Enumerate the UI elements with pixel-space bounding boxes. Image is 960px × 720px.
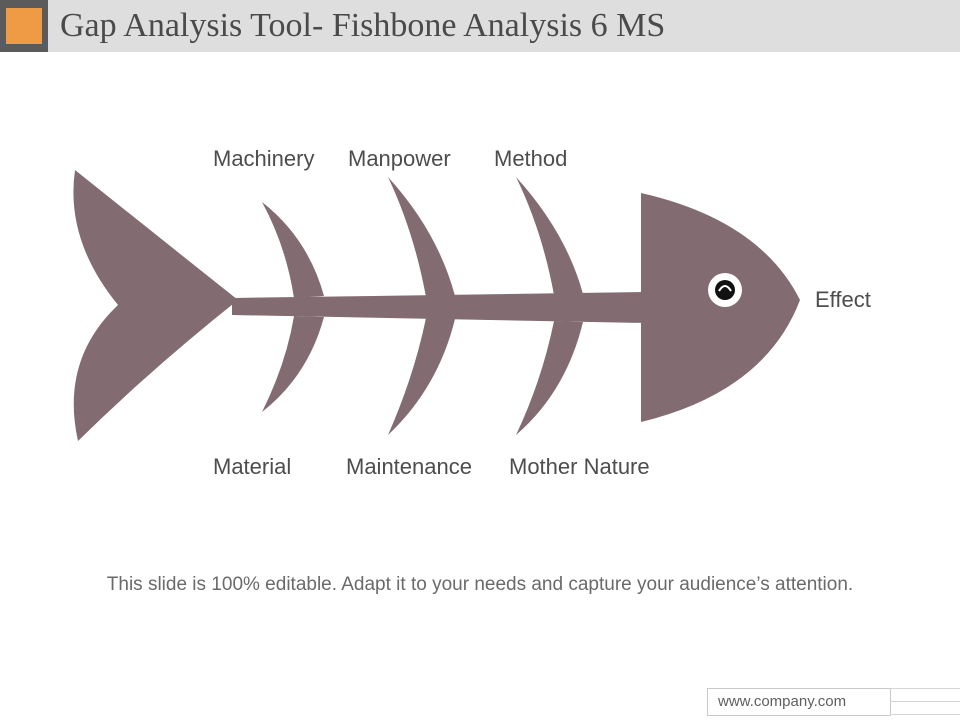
bone-maintenance (388, 318, 455, 435)
footer-rule (890, 714, 960, 715)
footer-rule (890, 688, 960, 689)
bone-machinery (262, 202, 324, 298)
effect-label: Effect (815, 287, 871, 312)
cause-label-machinery: Machinery (213, 146, 315, 171)
fish-tail (73, 170, 239, 441)
slide-caption: This slide is 100% editable. Adapt it to… (106, 574, 854, 595)
cause-label-material: Material (213, 454, 292, 479)
cause-label-maintenance: Maintenance (346, 454, 472, 479)
title-accent-frame (0, 0, 48, 52)
page-title: Gap Analysis Tool- Fishbone Analysis 6 M… (60, 7, 666, 44)
bone-mother-nature (516, 321, 583, 435)
fish-head (641, 193, 800, 422)
footer-rule (890, 701, 960, 702)
cause-label-manpower: Manpower (348, 146, 451, 171)
title-accent-square (6, 8, 42, 44)
fish-eye-icon (708, 273, 742, 307)
bone-material (262, 316, 324, 412)
footer-box: www.company.com (707, 688, 891, 716)
cause-label-mother-nature: Mother Nature (509, 454, 650, 479)
fish-spine (232, 292, 645, 323)
title-bar: Gap Analysis Tool- Fishbone Analysis 6 M… (0, 0, 960, 52)
cause-label-method: Method (494, 146, 568, 171)
bone-method (516, 177, 583, 295)
bone-manpower (388, 177, 455, 297)
footer-url: www.company.com (718, 693, 847, 710)
